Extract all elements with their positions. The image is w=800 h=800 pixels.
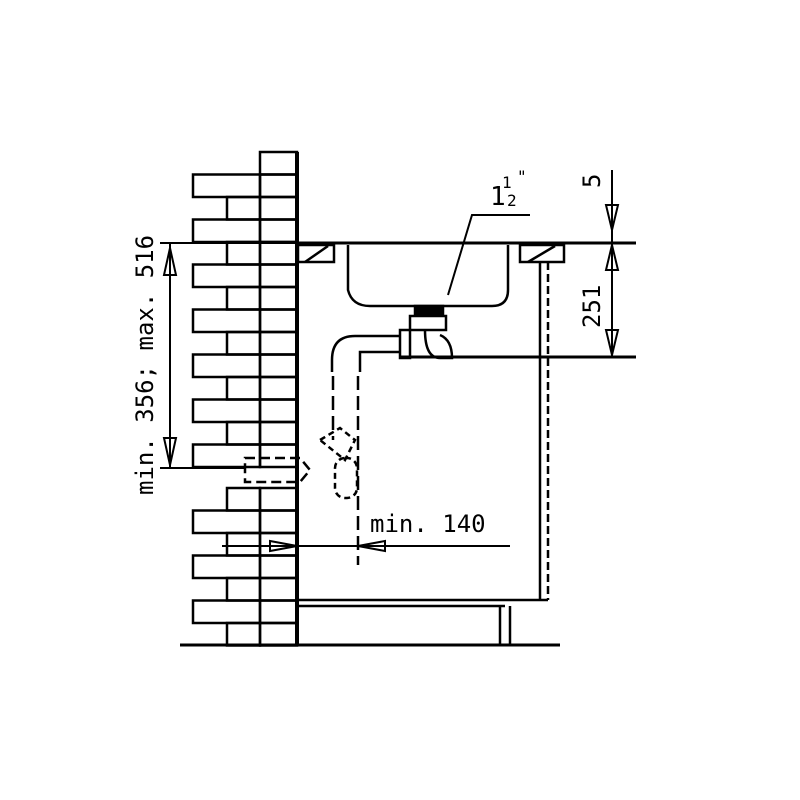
brick xyxy=(225,195,262,221)
right-dimensions xyxy=(400,170,636,359)
brick xyxy=(258,218,299,244)
brick xyxy=(191,554,262,580)
brick xyxy=(191,263,262,289)
brick xyxy=(258,150,299,176)
brick xyxy=(191,173,262,199)
brick xyxy=(258,486,299,512)
wall-distance-label: min. 140 xyxy=(370,510,486,538)
brick xyxy=(225,420,262,446)
brick xyxy=(191,218,262,244)
sink-bowl xyxy=(346,245,510,308)
brick xyxy=(258,443,299,469)
brick xyxy=(258,308,299,334)
brick xyxy=(258,263,299,289)
brick xyxy=(258,195,299,221)
brick xyxy=(258,554,299,580)
brick xyxy=(258,420,299,446)
brick xyxy=(258,240,299,266)
cabinet xyxy=(297,262,550,645)
thread-size-whole: 1 xyxy=(490,182,506,212)
left-dimensions xyxy=(160,242,297,469)
brick xyxy=(225,531,262,557)
brick xyxy=(225,330,262,356)
brick xyxy=(191,599,262,625)
wall-distance-dimension xyxy=(222,539,510,553)
brick xyxy=(225,576,262,602)
top-gap-label: 5 xyxy=(578,174,606,188)
brick xyxy=(258,353,299,379)
brick xyxy=(258,173,299,199)
brick xyxy=(191,443,262,469)
brick-wall xyxy=(191,150,299,647)
brick xyxy=(191,509,262,535)
brick xyxy=(258,375,299,401)
brick xyxy=(191,398,262,424)
countertop-supports xyxy=(296,243,566,264)
trap-depth-label: 251 xyxy=(578,285,606,328)
brick xyxy=(225,621,262,647)
brick xyxy=(258,621,299,647)
brick xyxy=(225,240,262,266)
brick xyxy=(191,353,262,379)
brick xyxy=(225,375,262,401)
thread-size-inch: " xyxy=(517,167,527,186)
brick xyxy=(258,576,299,602)
brick xyxy=(258,599,299,625)
brick xyxy=(258,509,299,535)
brick xyxy=(225,486,262,512)
brick xyxy=(191,308,262,334)
brick xyxy=(258,398,299,424)
brick xyxy=(258,330,299,356)
thread-size-num: 1 xyxy=(502,173,512,192)
thread-size-den: 2 xyxy=(507,191,517,210)
brick xyxy=(258,285,299,311)
drain-height-label: min. 356; max. 516 xyxy=(131,235,159,495)
thread-leader xyxy=(447,214,530,296)
brick xyxy=(225,285,262,311)
